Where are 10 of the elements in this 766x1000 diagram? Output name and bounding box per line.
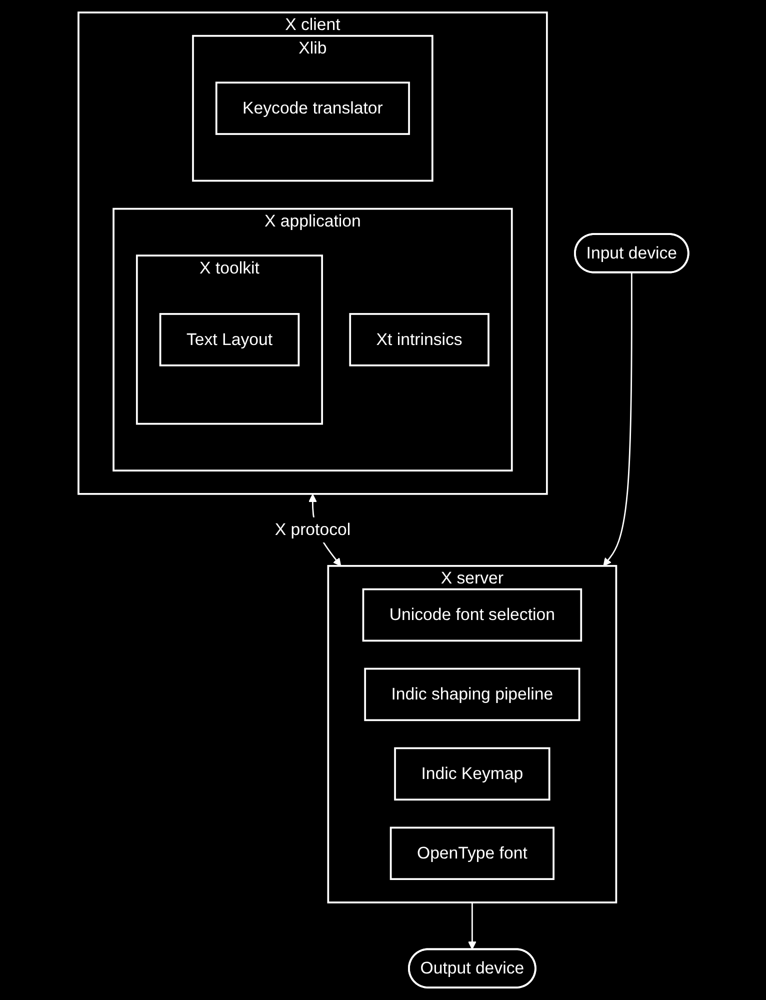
node-box: Keycode translator — [215, 82, 410, 135]
arrow — [468, 902, 476, 950]
node-box: Indic shaping pipeline — [364, 668, 580, 722]
node-box: Text Layout — [158, 313, 300, 366]
node-box: Unicode font selection — [362, 588, 582, 642]
edge-label: X protocol — [274, 520, 350, 539]
arrow — [602, 272, 632, 566]
node-box: Indic Keymap — [394, 747, 550, 801]
node-box: OpenType font — [389, 826, 554, 880]
node-box: Xt intrinsics — [348, 313, 489, 366]
